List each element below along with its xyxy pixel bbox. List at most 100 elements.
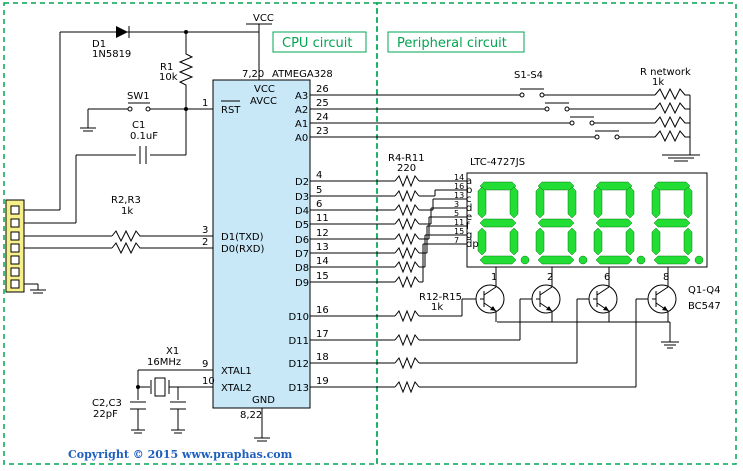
mcu-gnd-pins: 8,22 [240,410,262,421]
mcu-pin-num: 4 [316,170,322,181]
resistor-r3 [111,241,213,255]
mcu-pin-name: D5 [295,220,309,231]
mcu-gnd-label: GND [252,395,275,406]
transistor [475,284,505,314]
r1-ref: R1 [160,62,173,73]
mcu-pin-name: D6 [295,235,309,246]
mcu-pin-name: D2 [295,177,309,188]
digit-pin-num: 8 [663,272,669,283]
mcu-pin-num: 1 [202,98,208,109]
segment-resistor [394,174,420,188]
mcu-pin-name: D4 [295,206,309,217]
mcu-pin-name: A0 [295,133,308,144]
header-pin [10,218,20,228]
cpu-section-border [3,2,378,465]
copyright: Copyright © 2015 www.praphas.com [68,448,293,461]
d1-value: 1N5819 [92,49,131,60]
resistor-r2 [111,229,213,243]
segment-resistor [394,189,420,203]
mcu-pin-num: 2 [202,237,208,248]
header-pin [10,231,20,241]
display-pin-seg: a [466,176,472,187]
base-resistor [394,333,420,347]
display-pin-num: 16 [454,182,464,191]
decimal-point [520,255,530,265]
mcu-pin-num: 18 [316,352,329,363]
r12r15-value: 1k [431,302,443,313]
switch-contact [614,134,620,140]
r1-value: 10k [159,72,178,83]
rnet-value: 1k [652,77,664,88]
display-pin-num: 13 [454,191,464,200]
mcu-pin-name: D7 [295,249,309,260]
mcu-pin-num: 15 [316,271,329,282]
display-pin-seg: c [466,194,472,205]
c2c3-ref: C2,C3 [92,398,122,409]
digit [593,181,646,265]
d1-ref: D1 [92,39,106,50]
mcu-pin-name: D0(RXD) [221,244,264,255]
segment-resistor [394,275,420,289]
switch-contact [594,134,600,140]
display-pin-seg: d [466,203,472,214]
mcu-pin-num: 16 [316,305,329,316]
header-pin [10,243,20,253]
mcu-pin-num: 25 [316,98,329,109]
mcu-pin-name: XTAL1 [221,366,252,377]
segment-resistor [394,246,420,260]
display-pin-seg: e [466,212,472,223]
rnet-resistor [654,87,690,101]
rnet-resistor [654,101,690,115]
digit [477,181,530,265]
r4r11-value: 220 [397,163,416,174]
switch-contact [539,92,545,98]
mcu-pin-name: D3 [295,192,309,203]
r4r11-ref: R4-R11 [388,153,425,164]
mcu-pin-num: 9 [202,359,208,370]
mcu-pin-name: D11 [289,336,309,347]
mcu-pin-num: 5 [316,185,322,196]
c1-value: 0.1uF [130,131,158,142]
r2r3-ref: R2,R3 [111,195,141,206]
mcu-pin-num: 14 [316,256,329,267]
mcu-pin-num: 19 [316,376,329,387]
peripheral-section-border [376,2,737,465]
mcu-chip [212,79,311,409]
digit-pin-num: 1 [491,272,497,283]
mcu-pin-name: XTAL2 [221,383,252,394]
display-pin-num: 3 [454,200,459,209]
mcu-pin-name: RST [221,105,241,116]
mcu-pin-name: A1 [295,119,308,130]
mcu-pin-num: 13 [316,242,329,253]
display-pin-seg: g [466,230,472,241]
base-resistor [394,309,420,323]
x1-ref: X1 [166,346,179,357]
q-value: BC547 [688,301,721,312]
mcu-pin-num: 3 [202,225,208,236]
decimal-point [694,255,704,265]
header-pin [10,279,20,289]
mcu-pin-name: A2 [295,105,308,116]
cpu-section-title: CPU circuit [282,36,352,51]
mcu-pin-num: 12 [316,228,329,239]
mcu-pin-name: D13 [289,383,309,394]
header-pin [10,255,20,265]
mcu-right-pins: 26A325A224A123A04D25D36D411D512D613D714D… [289,84,329,394]
mcu-vcc-label: VCC [254,84,275,95]
mcu-pin-name: D12 [289,359,309,370]
digit-pin-num: 2 [547,272,553,283]
display-pin-num: 14 [454,173,464,182]
base-resistor [394,380,420,394]
rnet-ref: R network [640,67,691,78]
crystal-x1 [154,377,166,397]
diode-d1 [116,26,130,38]
base-resistor [394,356,420,370]
mcu-pin-name: D1(TXD) [221,232,264,243]
mcu-vcc-pins: 7,20 [242,69,264,80]
display-pin-seg: b [466,185,472,196]
transistor [647,284,677,314]
mcu-pin-num: 24 [316,112,329,123]
r2r3-value: 1k [121,206,133,217]
